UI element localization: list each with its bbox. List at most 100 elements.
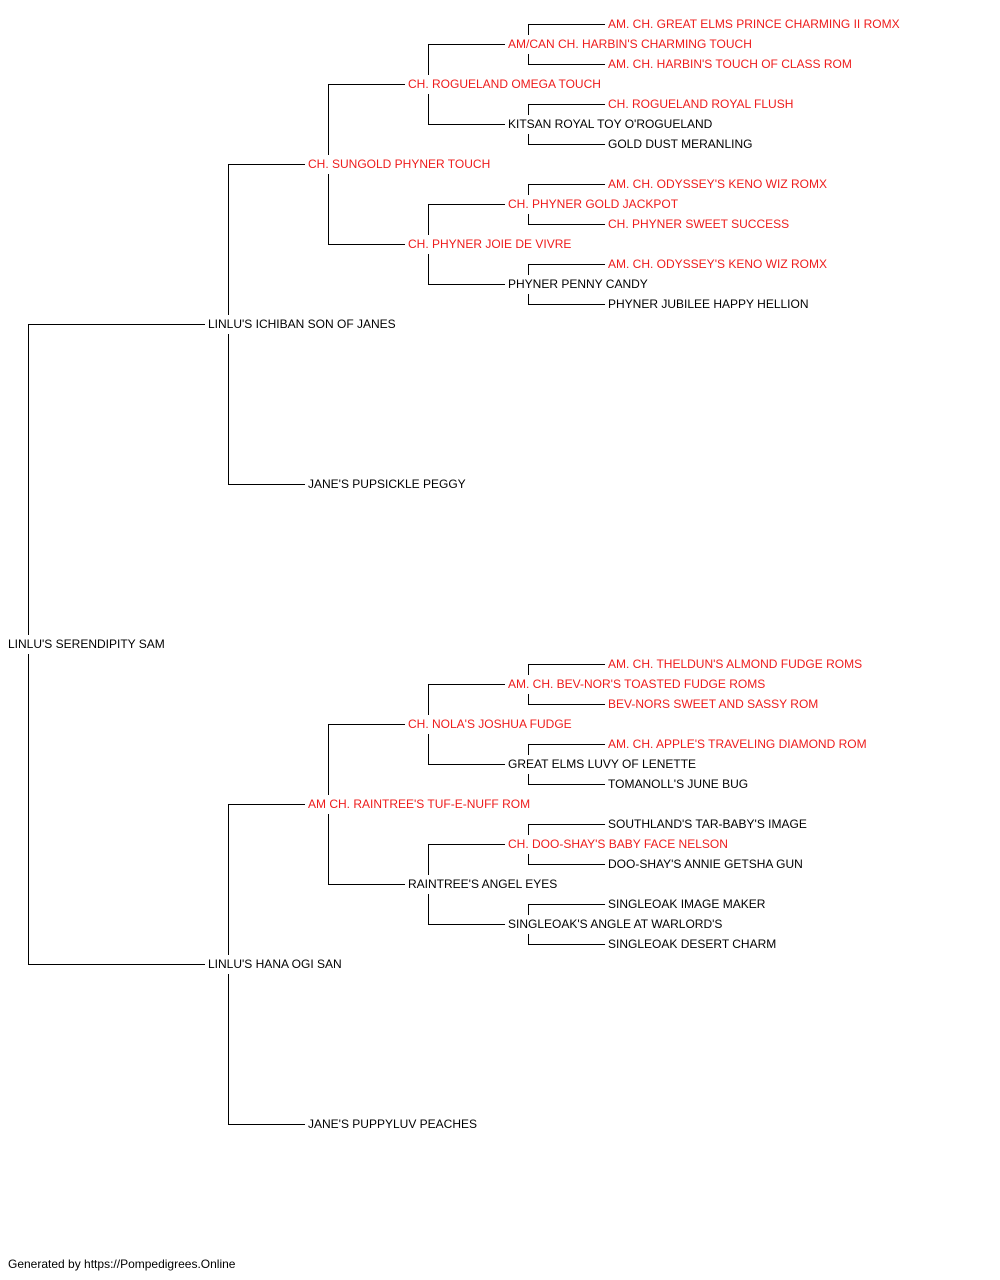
connector-line [228, 804, 305, 805]
connector-line [328, 84, 329, 155]
subject-sire-sire-dam-sire: CH. PHYNER GOLD JACKPOT [508, 197, 679, 211]
connector-line [528, 694, 529, 704]
connector-line [428, 894, 429, 924]
connector-line [428, 924, 505, 925]
connector-line [528, 184, 529, 195]
subject-dam-sire-sire-dam-dam: TOMANOLL'S JUNE BUG [608, 777, 749, 791]
connector-line [528, 824, 605, 825]
connector-line [528, 854, 529, 864]
connector-line [328, 724, 329, 795]
subject-dam-sire: AM CH. RAINTREE'S TUF-E-NUFF ROM [308, 797, 531, 811]
subject-dam-sire-sire-dam: GREAT ELMS LUVY OF LENETTE [508, 757, 697, 771]
subject-sire-sire: CH. SUNGOLD PHYNER TOUCH [308, 157, 491, 171]
connector-line [528, 64, 605, 65]
subject-sire-sire-dam-sire-dam: CH. PHYNER SWEET SUCCESS [608, 217, 790, 231]
subject-sire-sire-sire-sire: AM/CAN CH. HARBIN'S CHARMING TOUCH [508, 37, 752, 51]
subject-sire-dam: JANE'S PUPSICKLE PEGGY [308, 477, 466, 491]
subject-dam-sire-sire-dam-sire: AM. CH. APPLE'S TRAVELING DIAMOND ROM [608, 737, 867, 751]
connector-line [328, 814, 329, 884]
subject-sire-sire-sire-sire-sire: AM. CH. GREAT ELMS PRINCE CHARMING II RO… [608, 17, 900, 31]
connector-line [428, 844, 505, 845]
subject-sire: LINLU'S ICHIBAN SON OF JANES [208, 317, 396, 331]
connector-line [428, 44, 429, 75]
connector-line [528, 774, 529, 784]
connector-line [528, 134, 529, 144]
connector-line [528, 934, 529, 944]
connector-line [528, 944, 605, 945]
subject-sire-sire-sire-dam: KITSAN ROYAL TOY O'ROGUELAND [508, 117, 713, 131]
connector-line [528, 294, 529, 304]
connector-line [528, 784, 605, 785]
subject-dam-sire-dam-sire-sire: SOUTHLAND'S TAR-BABY'S IMAGE [608, 817, 807, 831]
subject-dam-sire-dam-dam-dam: SINGLEOAK DESERT CHARM [608, 937, 777, 951]
subject-sire-sire-sire-sire-dam: AM. CH. HARBIN'S TOUCH OF CLASS ROM [608, 57, 852, 71]
connector-line [528, 214, 529, 224]
connector-line [428, 684, 429, 715]
connector-line [228, 1124, 305, 1125]
connector-line [528, 304, 605, 305]
subject-sire-sire-sire-dam-dam: GOLD DUST MERANLING [608, 137, 753, 151]
subject-dam-sire-sire-sire-dam: BEV-NORS SWEET AND SASSY ROM [608, 697, 819, 711]
connector-line [428, 124, 505, 125]
subject-dam-sire-sire-sire-sire: AM. CH. THELDUN'S ALMOND FUDGE ROMS [608, 657, 863, 671]
connector-line [28, 324, 29, 635]
connector-line [428, 844, 429, 875]
connector-line [228, 164, 229, 315]
subject-dam-sire-dam-sire: CH. DOO-SHAY'S BABY FACE NELSON [508, 837, 728, 851]
subject-dam-sire-dam-dam-sire: SINGLEOAK IMAGE MAKER [608, 897, 766, 911]
connector-line [428, 284, 505, 285]
connector-line [28, 324, 205, 325]
connector-line [528, 24, 529, 35]
connector-line [328, 84, 405, 85]
connector-line [528, 704, 605, 705]
connector-line [528, 264, 529, 275]
connector-line [328, 884, 405, 885]
subject-sire-sire-dam-dam-dam: PHYNER JUBILEE HAPPY HELLION [608, 297, 809, 311]
connector-line [328, 174, 329, 244]
connector-line [428, 684, 505, 685]
connector-line [328, 724, 405, 725]
connector-line [228, 334, 229, 484]
connector-line [428, 204, 505, 205]
connector-line [528, 264, 605, 265]
connector-line [328, 244, 405, 245]
connector-line [528, 664, 529, 675]
connector-line [428, 204, 429, 235]
connector-line [528, 54, 529, 64]
subject-sire-sire-dam: CH. PHYNER JOIE DE VIVRE [408, 237, 572, 251]
subject-sire-sire-dam-sire-sire: AM. CH. ODYSSEY'S KENO WIZ ROMX [608, 177, 827, 191]
connector-line [528, 664, 605, 665]
connector-line [528, 104, 605, 105]
connector-line [528, 744, 529, 755]
subject-dam-sire-sire: CH. NOLA'S JOSHUA FUDGE [408, 717, 572, 731]
connector-line [528, 744, 605, 745]
connector-line [528, 184, 605, 185]
subject-sire-sire-dam-dam: PHYNER PENNY CANDY [508, 277, 648, 291]
subject-sire-sire-sire-dam-sire: CH. ROGUELAND ROYAL FLUSH [608, 97, 794, 111]
subject: LINLU'S SERENDIPITY SAM [8, 637, 165, 651]
connector-line [528, 864, 605, 865]
connector-line [428, 254, 429, 284]
connector-line [428, 94, 429, 124]
subject-dam-sire-dam-sire-dam: DOO-SHAY'S ANNIE GETSHA GUN [608, 857, 803, 871]
subject-sire-sire-dam-dam-sire: AM. CH. ODYSSEY'S KENO WIZ ROMX [608, 257, 827, 271]
connector-line [228, 974, 229, 1124]
connector-line [528, 824, 529, 835]
connector-line [528, 144, 605, 145]
connector-line [528, 904, 605, 905]
connector-line [428, 764, 505, 765]
subject-dam-sire-dam: RAINTREE'S ANGEL EYES [408, 877, 558, 891]
connector-line [228, 164, 305, 165]
subject-dam: LINLU'S HANA OGI SAN [208, 957, 342, 971]
connector-line [28, 654, 29, 964]
connector-line [428, 734, 429, 764]
connector-line [528, 224, 605, 225]
subject-dam-dam: JANE'S PUPPYLUV PEACHES [308, 1117, 478, 1131]
connector-line [528, 904, 529, 915]
subject-sire-sire-sire: CH. ROGUELAND OMEGA TOUCH [408, 77, 601, 91]
subject-dam-sire-sire-sire: AM. CH. BEV-NOR'S TOASTED FUDGE ROMS [508, 677, 766, 691]
subject-dam-sire-dam-dam: SINGLEOAK'S ANGLE AT WARLORD'S [508, 917, 723, 931]
connector-line [428, 44, 505, 45]
connector-line [28, 964, 205, 965]
